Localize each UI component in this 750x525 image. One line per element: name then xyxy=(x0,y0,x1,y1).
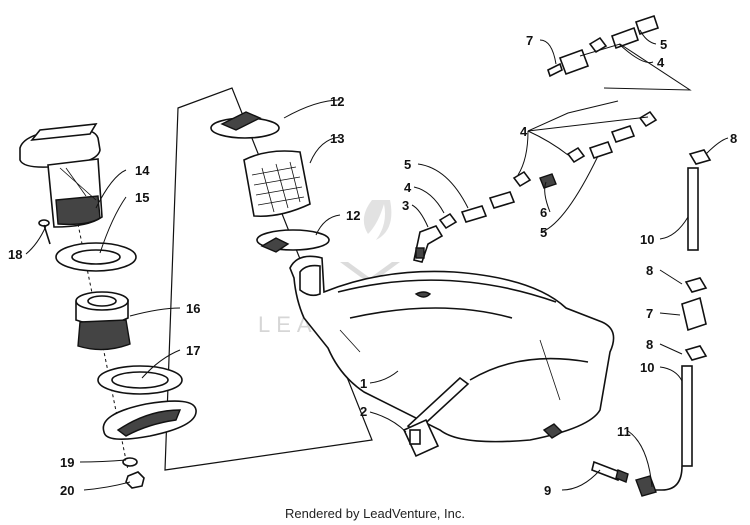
clamp-12-lower xyxy=(256,229,330,253)
callout-13: 13 xyxy=(330,131,344,146)
callout-12-lower: 12 xyxy=(346,208,360,223)
callout-16: 16 xyxy=(186,301,200,316)
callout-19: 19 xyxy=(60,455,74,470)
outlet-fitting-9 xyxy=(591,460,629,483)
callout-2: 2 xyxy=(360,404,367,419)
callout-10-upper: 10 xyxy=(640,232,654,247)
elbow-fitting-3 xyxy=(413,225,444,263)
callout-1: 1 xyxy=(360,376,367,391)
callout-6: 6 xyxy=(540,205,547,220)
callout-4-group: 4 xyxy=(520,124,528,139)
nut-20 xyxy=(125,471,145,489)
gasket-15 xyxy=(55,242,137,272)
callout-17: 17 xyxy=(186,343,200,358)
screw-18 xyxy=(38,219,51,245)
callout-5-mid: 5 xyxy=(404,157,411,172)
clamp-12-upper xyxy=(210,111,280,139)
gasket-17 xyxy=(97,365,183,395)
washer-19 xyxy=(122,457,138,467)
fuel-line-upper xyxy=(438,110,658,230)
callout-3: 3 xyxy=(402,198,409,213)
callout-7-top: 7 xyxy=(526,33,533,48)
callout-8-lower: 8 xyxy=(646,337,653,352)
filler-hose-13 xyxy=(243,150,311,218)
callout-9: 9 xyxy=(544,483,551,498)
callout-10-lower: 10 xyxy=(640,360,654,375)
mounting-plate xyxy=(102,400,197,440)
callout-15: 15 xyxy=(135,190,149,205)
filler-cap-14 xyxy=(19,123,103,228)
footer-credit: Rendered by LeadVenture, Inc. xyxy=(285,506,465,521)
assembly-frame xyxy=(164,87,373,471)
callout-5-top: 5 xyxy=(660,37,667,52)
callout-14: 14 xyxy=(135,163,150,178)
callout-8-top: 8 xyxy=(730,131,737,146)
leader-lines xyxy=(25,29,729,491)
callout-7-right: 7 xyxy=(646,306,653,321)
callout-18: 18 xyxy=(8,247,22,262)
inline-filter-upper xyxy=(547,14,660,78)
fuel-tank-1 xyxy=(289,255,615,443)
tank-strap-2 xyxy=(402,376,470,458)
callout-12-upper: 12 xyxy=(330,94,344,109)
callout-20: 20 xyxy=(60,483,74,498)
callouts: 7 5 4 12 13 14 15 18 16 17 19 20 12 1 2 … xyxy=(8,33,737,498)
spout-16 xyxy=(75,291,131,351)
callout-4-top: 4 xyxy=(657,55,665,70)
callout-5-lower: 5 xyxy=(540,225,547,240)
fuel-line-right xyxy=(635,149,712,497)
callout-4-mid: 4 xyxy=(404,180,412,195)
callout-11: 11 xyxy=(617,424,631,439)
callout-8-mid: 8 xyxy=(646,263,653,278)
